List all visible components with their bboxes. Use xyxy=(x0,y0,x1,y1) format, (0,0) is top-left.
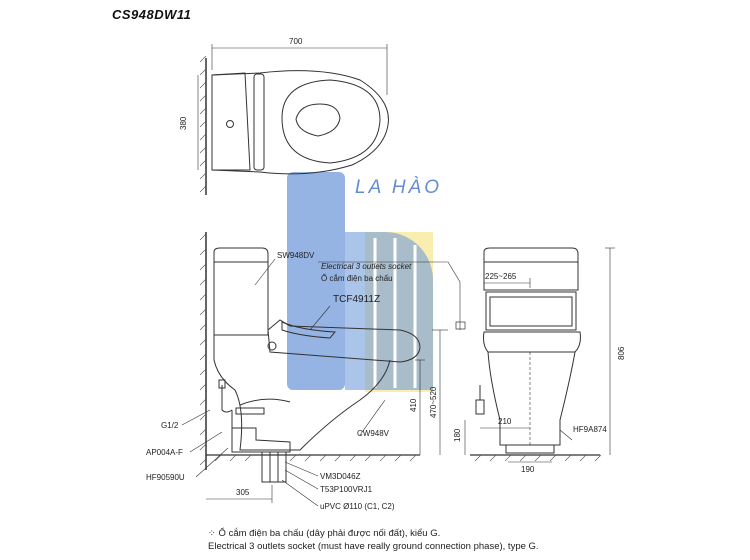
dim-225-265: 225~265 xyxy=(485,272,517,281)
footnote: ⁘Ổ cắm điện ba chấu (dây phải được nối đ… xyxy=(208,527,539,553)
side-view xyxy=(199,232,421,483)
dim-305: 305 xyxy=(236,488,250,497)
socket-icon: ⁘ xyxy=(208,528,216,538)
front-view xyxy=(470,247,602,462)
label-vm: VM3D046Z xyxy=(320,472,361,481)
label-upvc: uPVC Ø110 (C1, C2) xyxy=(320,502,395,511)
leader-lines xyxy=(181,258,461,507)
watermark-bar-blue xyxy=(287,172,345,390)
label-tank: SW948DV xyxy=(277,251,315,260)
footnote-line-1: ⁘Ổ cắm điện ba chấu (dây phải được nối đ… xyxy=(208,528,441,539)
model-title: CS948DW11 xyxy=(112,7,192,22)
label-ap: AP004A-F xyxy=(146,448,183,457)
label-t53: T53P100VRJ1 xyxy=(320,485,373,494)
top-view xyxy=(197,44,389,195)
label-socket-vi: Ổ cắm điện ba chấu xyxy=(321,274,393,283)
dim-700: 700 xyxy=(289,37,303,46)
watermark-arc xyxy=(345,232,433,390)
dim-410: 410 xyxy=(409,398,418,412)
label-socket-en: Electrical 3 outlets socket xyxy=(321,262,412,271)
dim-190: 190 xyxy=(521,465,535,474)
dim-380: 380 xyxy=(179,116,188,130)
dim-210: 210 xyxy=(498,417,512,426)
side-dimensions xyxy=(206,329,448,503)
label-valve: G1/2 xyxy=(161,421,179,430)
dim-180: 180 xyxy=(453,428,462,442)
label-bowl: CW948V xyxy=(357,429,390,438)
label-seat: TCF4911Z xyxy=(333,294,380,305)
socket-marker xyxy=(455,321,466,330)
watermark-logo: LA HÀO xyxy=(287,172,442,392)
footnote-line-2: Electrical 3 outlets socket (must have r… xyxy=(208,541,539,552)
label-hf-side: HF90590U xyxy=(146,473,185,482)
dim-470-520: 470~520 xyxy=(429,386,438,418)
label-hf-front: HF9A874 xyxy=(573,425,607,434)
watermark-text: LA HÀO xyxy=(355,177,442,198)
front-dimensions xyxy=(464,247,615,463)
dim-806: 806 xyxy=(617,346,626,360)
